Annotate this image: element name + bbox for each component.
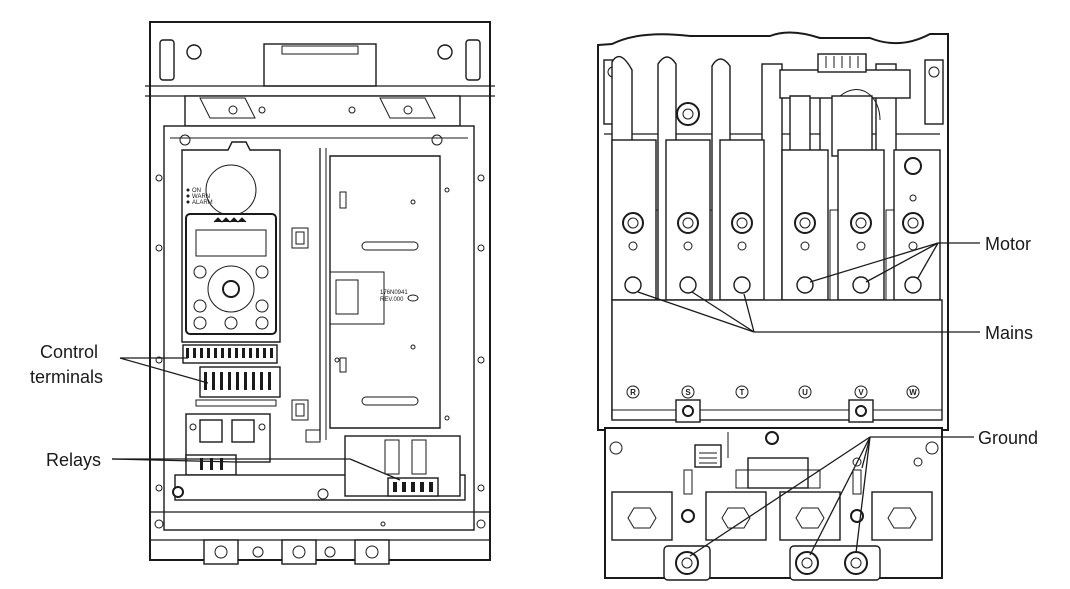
brand-logo [213, 217, 247, 223]
top-lifting-bracket [263, 43, 377, 87]
terminal-bolt-u [794, 212, 816, 234]
top-right-tab [465, 39, 481, 81]
part-number: 176N0941 [380, 290, 408, 296]
mounting-hole-top-left [186, 44, 202, 60]
led-on-label: ON [192, 188, 201, 194]
terminal-label-t: T [740, 388, 745, 397]
right-drive-power-view: R S T U V W [597, 31, 949, 581]
mains-label: Mains [985, 323, 1033, 343]
terminal-bolt-w [902, 212, 924, 234]
top-fan-frame [184, 95, 461, 127]
left-drive-front-view: ON WARN ALARM [145, 21, 495, 565]
lcd-display [195, 229, 267, 257]
top-left-tab [159, 39, 175, 81]
ground-label: Ground [978, 428, 1038, 448]
terminal-bolt-v [850, 212, 872, 234]
terminal-blocks [611, 102, 941, 301]
bottom-mounting-tabs [203, 539, 390, 565]
navigation-wheel [207, 265, 255, 313]
motor-label: Motor [985, 234, 1031, 254]
control-terminals-label-line2: terminals [30, 367, 103, 387]
terminal-bolt-r [622, 212, 644, 234]
terminal-markers: R S T U V W [626, 385, 920, 399]
callout-leaders [111, 242, 980, 557]
mounting-hole-top-right [437, 44, 453, 60]
relay-blocks [185, 413, 271, 476]
mounting-plate: 176N0941 REV.000 [319, 148, 450, 440]
keypad-lcp: ON WARN ALARM [181, 141, 281, 343]
cable-connection-points [624, 276, 922, 294]
cable-glands [611, 491, 933, 541]
terminal-label-w: W [909, 388, 917, 397]
control-terminals-label-line1: Control [40, 342, 98, 362]
terminal-label-s: S [685, 388, 691, 397]
ok-button [222, 280, 240, 298]
led-alarm-label: ALARM [192, 200, 213, 206]
relays-label: Relays [46, 450, 101, 470]
terminal-label-v: V [858, 388, 864, 397]
terminal-bolt-s [677, 212, 699, 234]
terminal-label-r: R [630, 388, 636, 397]
terminal-label-u: U [802, 388, 808, 397]
revision-number: REV.000 [380, 297, 404, 303]
control-terminal-blocks [182, 344, 281, 407]
terminal-bolt-t [731, 212, 753, 234]
led-warn-label: WARN [192, 194, 210, 200]
ground-mount-feet [663, 545, 881, 581]
